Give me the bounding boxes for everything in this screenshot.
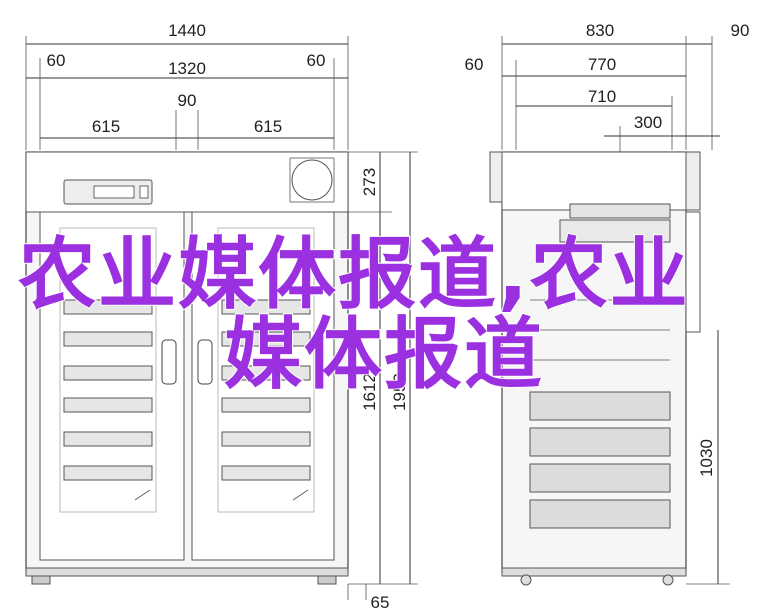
side-front-bezel xyxy=(685,151,701,211)
side-door-edge xyxy=(685,211,701,333)
chart-recorder-frame xyxy=(289,157,335,203)
side-compressor xyxy=(569,203,671,219)
side-view: 830 90 60 770 710 300 xyxy=(465,21,750,586)
side-top-unit xyxy=(501,151,687,211)
dim-60-right: 60 xyxy=(307,51,326,70)
shelf xyxy=(63,397,153,413)
shelf xyxy=(221,431,311,447)
dim-90-side: 90 xyxy=(731,21,750,40)
base-plinth xyxy=(25,567,349,577)
dim-615-left: 615 xyxy=(92,117,120,136)
dim-60-side: 60 xyxy=(465,55,484,74)
side-shelves xyxy=(529,299,671,529)
power-switch xyxy=(139,185,149,199)
right-door-glass xyxy=(217,227,315,513)
foot-left xyxy=(31,575,51,585)
dim-710: 710 xyxy=(588,87,616,106)
side-evaporator xyxy=(559,219,671,243)
shelf xyxy=(221,397,311,413)
side-base xyxy=(501,567,687,577)
dim-1950: 1950 xyxy=(390,373,409,411)
shelf xyxy=(63,431,153,447)
dim-615-right: 615 xyxy=(254,117,282,136)
chart-recorder-dial xyxy=(291,159,333,201)
side-drawer xyxy=(529,391,671,421)
shelf xyxy=(221,365,311,381)
left-door-glass xyxy=(59,227,157,513)
shelf xyxy=(221,465,311,481)
watermark-line-1: 农业媒体报道,农业 xyxy=(17,230,690,320)
glass-glint-left xyxy=(134,489,151,501)
dim-1030: 1030 xyxy=(697,439,716,477)
shelf xyxy=(63,465,153,481)
dim-60-left: 60 xyxy=(47,51,66,70)
dim-273: 273 xyxy=(360,168,379,196)
foot-right xyxy=(317,575,337,585)
side-rear-box xyxy=(489,151,503,203)
shelf xyxy=(63,365,153,381)
shelf xyxy=(63,331,153,347)
dim-65: 65 xyxy=(371,593,390,611)
caster-right xyxy=(662,574,674,586)
right-handle xyxy=(197,339,213,385)
watermark-line-2: 媒体报道 xyxy=(223,310,545,400)
left-handle xyxy=(161,339,177,385)
dim-830: 830 xyxy=(586,21,614,40)
side-drawer xyxy=(529,499,671,529)
dim-770: 770 xyxy=(588,55,616,74)
right-shelves xyxy=(221,299,311,481)
dim-1612: 1612 xyxy=(360,373,379,411)
display-screen xyxy=(93,185,135,199)
side-drawer xyxy=(529,463,671,493)
glass-glint-right xyxy=(292,489,309,501)
shelf xyxy=(63,299,153,315)
left-shelves xyxy=(63,299,153,481)
left-door xyxy=(39,211,185,561)
front-view: 1440 60 1320 60 90 615 615 xyxy=(25,21,418,612)
shelf xyxy=(221,299,311,315)
right-door xyxy=(191,211,335,561)
dim-1440: 1440 xyxy=(168,21,206,40)
dim-1320: 1320 xyxy=(168,59,206,78)
side-drawer xyxy=(529,427,671,457)
shelf xyxy=(221,331,311,347)
caster-left xyxy=(520,574,532,586)
dim-300: 300 xyxy=(634,113,662,132)
dim-90: 90 xyxy=(178,91,197,110)
